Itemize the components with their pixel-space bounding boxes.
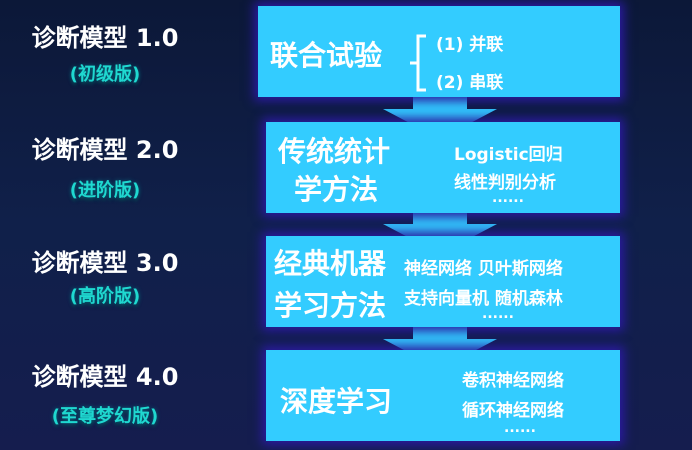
stage-1-box: 联合试验 (1) 并联 (2) 串联 [258,6,620,97]
stage-1-edition: (初级版) [69,64,141,85]
stage-3-edition: (高阶版) [69,286,141,307]
stage-1-title: 诊断模型 1.0 [31,24,179,52]
stage-2-edition: (进阶版) [69,180,141,201]
brace-icon [410,34,426,92]
stage-4-title: 诊断模型 4.0 [31,363,179,391]
stage-4-item-1: 卷积神经网络 [462,371,564,391]
stage-1-item-1: (1) 并联 [436,35,504,55]
stage-4-edition: (至尊梦幻版) [51,406,159,427]
stage-3-box: 经典机器 学习方法 神经网络 贝叶斯网络 支持向量机 随机森林 ...... [266,236,620,327]
stage-3-item-1: 神经网络 贝叶斯网络 [404,259,563,279]
stage-4-box: 深度学习 卷积神经网络 循环神经网络 ...... [266,350,620,441]
stage-4-item-2: 循环神经网络 [462,401,564,421]
stage-2-item-1: Logistic回归 [454,145,563,165]
stage-3-title: 诊断模型 3.0 [31,249,179,277]
stage-1-item-2: (2) 串联 [436,73,504,93]
stage-2-method-line-2: 学方法 [294,173,379,206]
down-arrow-1 [383,95,497,139]
down-arrow-3 [383,325,497,369]
stage-2-ellipsis: ...... [492,190,524,206]
down-arrow-2 [383,210,497,254]
stage-2-method-line-1: 传统统计 [278,135,391,168]
stage-3-item-2: 支持向量机 随机森林 [404,289,563,309]
stage-4-ellipsis: ...... [504,420,536,436]
stage-2-item-2: 线性判别分析 [454,173,556,193]
stage-3-ellipsis: ...... [482,306,514,322]
stage-1-method: 联合试验 [270,39,383,72]
stage-2-box: 传统统计 学方法 Logistic回归 线性判别分析 ...... [266,122,620,213]
stage-3-method-line-2: 学习方法 [274,289,387,322]
stage-4-method: 深度学习 [280,385,393,418]
stage-2-title: 诊断模型 2.0 [31,136,179,164]
stage-3-method-line-1: 经典机器 [274,247,387,280]
